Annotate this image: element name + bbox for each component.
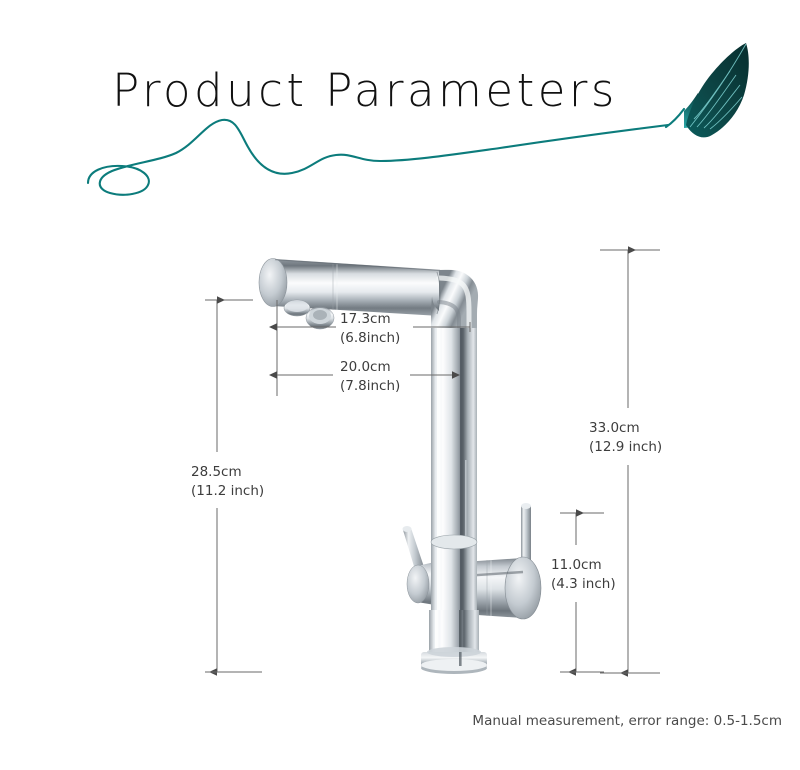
faucet-illustration	[225, 240, 575, 685]
dimension-total-height	[600, 246, 660, 677]
dimension-value-inch: (12.9 inch)	[589, 439, 663, 455]
measurement-disclaimer: Manual measurement, error range: 0.5-1.5…	[472, 713, 782, 729]
title-decoration	[0, 35, 800, 205]
faucet-column	[430, 534, 478, 620]
dimension-label-total-height: 33.0cm (12.9 inch)	[589, 419, 662, 457]
filter-handle[interactable]	[521, 503, 531, 570]
faucet-riser	[431, 328, 477, 564]
base-flange	[421, 647, 487, 674]
squiggle-line	[86, 118, 670, 196]
page-title: Product Parameters	[112, 64, 618, 117]
dimension-value-cm: 33.0cm	[589, 420, 640, 436]
cold-valve-hub	[462, 556, 542, 620]
faucet-spout	[258, 258, 441, 316]
faucet-nozzles	[283, 299, 335, 330]
faucet-elbow	[431, 269, 478, 339]
